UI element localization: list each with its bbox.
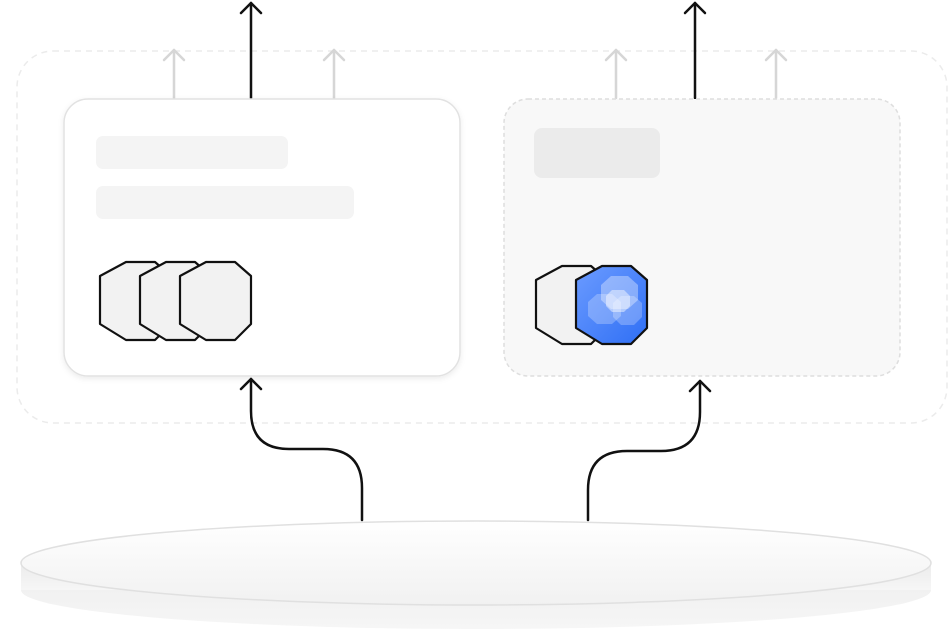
hexagon-icon bbox=[178, 260, 253, 342]
highlighted-hexagon-icon bbox=[574, 264, 649, 346]
up-arrow-icon bbox=[604, 48, 628, 100]
output-arrow-right bbox=[683, 1, 707, 100]
faint-arrows-right bbox=[604, 48, 788, 100]
input-arrow-right bbox=[586, 379, 712, 522]
up-arrow-icon bbox=[162, 48, 186, 100]
right-hex-group bbox=[534, 264, 649, 346]
outer-container bbox=[16, 50, 948, 424]
platform-top bbox=[20, 520, 932, 606]
left-card-title-placeholder bbox=[96, 136, 288, 169]
right-card bbox=[503, 98, 901, 377]
left-card bbox=[63, 98, 461, 377]
right-card-title-placeholder bbox=[534, 128, 660, 178]
input-arrow-left bbox=[239, 377, 364, 522]
left-hex-group bbox=[98, 260, 253, 342]
output-arrow-left bbox=[239, 1, 263, 100]
faint-arrows-left bbox=[162, 48, 346, 100]
platform-disc bbox=[20, 520, 932, 629]
up-arrow-icon bbox=[764, 48, 788, 100]
left-card-subtitle-placeholder bbox=[96, 186, 354, 219]
up-arrow-icon bbox=[322, 48, 346, 100]
